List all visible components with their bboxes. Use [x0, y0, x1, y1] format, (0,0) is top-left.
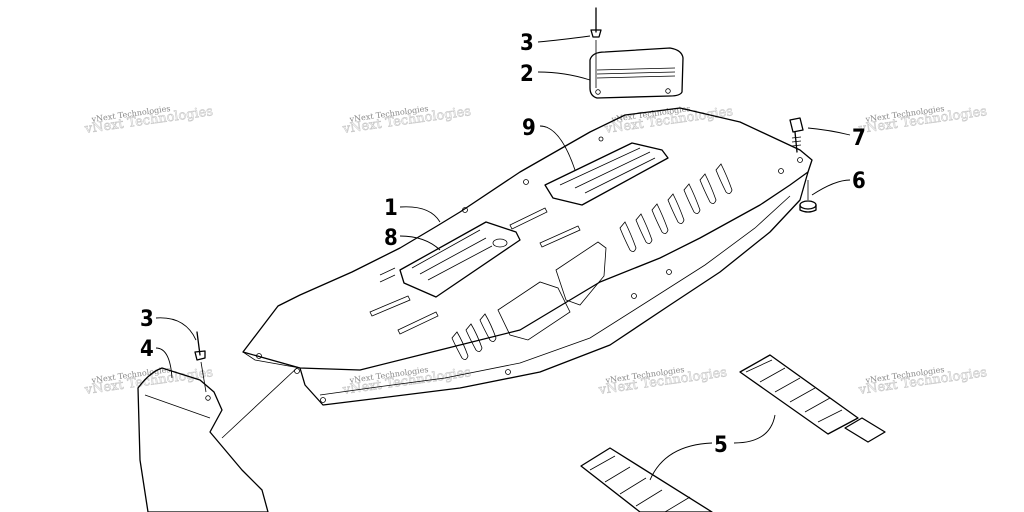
label-8 — [399, 221, 521, 298]
watermark: vNext Technologies vNext Technologies — [341, 365, 473, 399]
traction-strip-lower — [580, 447, 713, 512]
decal-9 — [544, 142, 669, 206]
watermark: vNext Technologies vNext Technologies — [341, 104, 473, 138]
callout-8: 8 — [384, 226, 398, 251]
watermark: vNext Technologies vNext Technologies — [597, 365, 729, 399]
callout-1: 1 — [384, 196, 398, 221]
callout-7: 7 — [852, 126, 866, 151]
watermark: vNext Technologies vNext Technologies — [83, 104, 215, 138]
watermark: vNext Technologies vNext Technologies — [857, 365, 989, 399]
callout-3-top: 3 — [520, 31, 534, 56]
leader-lines — [155, 35, 851, 481]
bolt-7 — [789, 117, 804, 153]
callout-2: 2 — [520, 62, 534, 87]
cover-plate-2 — [589, 47, 684, 99]
rivet-lower — [194, 331, 207, 393]
side-flap-4 — [137, 366, 299, 512]
callout-4: 4 — [140, 337, 154, 362]
callout-5: 5 — [714, 433, 728, 458]
rivet-top — [590, 7, 602, 88]
callouts: 3 2 9 7 6 1 8 3 4 5 — [140, 31, 866, 458]
watermark: vNext Technologies vNext Technologies — [857, 104, 989, 138]
skid-plate — [242, 107, 813, 406]
nut-6 — [799, 180, 817, 213]
callout-3-lower: 3 — [140, 307, 154, 332]
callout-9: 9 — [522, 116, 536, 141]
traction-strip-upper — [739, 354, 886, 443]
callout-6: 6 — [852, 169, 866, 194]
watermark: vNext Technologies vNext Technologies — [603, 104, 735, 138]
